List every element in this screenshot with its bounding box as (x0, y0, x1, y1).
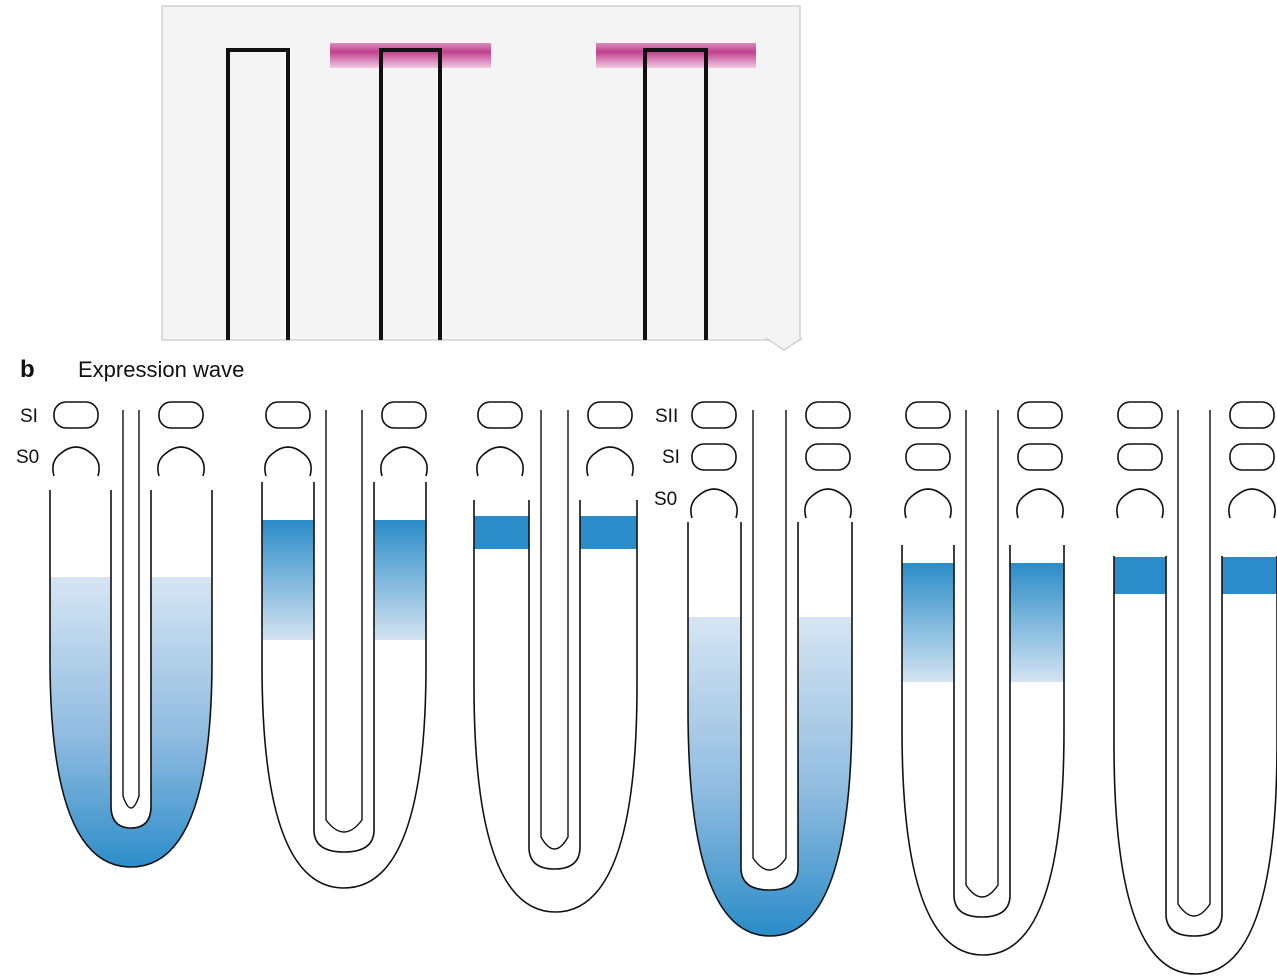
stage-capsule-1-1-1 (53, 401, 99, 429)
inner-channel-mask-4 (741, 522, 798, 890)
hair-shaft-4 (752, 410, 787, 871)
hair-shaft-6 (1177, 410, 1211, 917)
inset-upper-band-2 (330, 43, 491, 68)
neck-bulge-6-1 (1116, 488, 1164, 519)
inner-channel-mask-1 (111, 490, 151, 828)
inset-panel (161, 5, 803, 351)
panel-title: Expression wave (78, 357, 244, 382)
inset-tube-1 (226, 48, 290, 340)
follicle-4 (687, 401, 853, 937)
stage-label-si: SI (20, 406, 38, 427)
follicle-6 (1113, 401, 1277, 975)
stage-capsule-5-1-1 (905, 401, 951, 429)
neck-bulge-5-2 (1016, 488, 1064, 519)
stage-capsule-2-1-2 (381, 401, 427, 429)
stage-capsule-3-1-1 (477, 401, 523, 429)
hair-shaft-3 (540, 410, 569, 850)
inset-corner-fold (765, 337, 803, 351)
stage-capsule-1-1-2 (158, 401, 204, 429)
follicle-group (49, 401, 1277, 975)
neck-bulge-2-2 (380, 446, 428, 477)
stage-capsule-4-1-1 (691, 401, 737, 429)
inner-wall-2 (313, 482, 375, 853)
stage-capsule-2-1-1 (265, 401, 311, 429)
stage-capsule-6-1-1 (1117, 401, 1163, 429)
follicle-2 (261, 401, 428, 889)
neck-bulge-4-1 (690, 488, 738, 519)
stage-capsule-4-1-2 (805, 401, 851, 429)
stage-label-s0: S0 (16, 447, 39, 468)
neck-bulge-3-1 (476, 446, 524, 477)
panel-letter: b (20, 356, 35, 383)
stage-capsule-5-1-2 (1017, 401, 1063, 429)
outer-wall-5 (901, 545, 1065, 956)
stage-capsule-6-2-1 (1117, 443, 1163, 471)
stage-capsule-4-2-2 (805, 443, 851, 471)
inner-channel-mask-6 (1166, 556, 1222, 936)
neck-bulge-1-2 (157, 446, 205, 477)
stage-capsule-6-2-2 (1229, 443, 1275, 471)
outer-wall-3 (473, 500, 638, 913)
hair-shaft-1 (122, 410, 140, 809)
inner-wall-6 (1165, 556, 1223, 937)
inner-wall-3 (528, 500, 581, 870)
inset-tube-3 (643, 48, 708, 340)
inner-wall-4 (740, 522, 799, 891)
neck-bulge-6-2 (1228, 488, 1276, 519)
inner-channel-mask-3 (529, 500, 580, 869)
stage-label-s0-2: S0 (654, 489, 677, 510)
inner-channel-mask-2 (314, 482, 374, 852)
stage-capsule-5-2-2 (1017, 443, 1063, 471)
stage-capsule-5-2-1 (905, 443, 951, 471)
neck-bulge-5-1 (904, 488, 952, 519)
stage-capsule-4-2-1 (691, 443, 737, 471)
outer-wall-6 (1113, 556, 1277, 975)
neck-bulge-3-2 (586, 446, 634, 477)
follicle-5 (901, 401, 1065, 956)
hair-shaft-2 (325, 410, 363, 833)
inset-upper-band-3 (596, 43, 756, 68)
inset-tube-2 (379, 48, 442, 340)
stage-capsule-3-1-2 (587, 401, 633, 429)
follicle-1 (49, 401, 213, 868)
outer-wall-4 (687, 522, 853, 937)
outer-wall-2 (261, 482, 427, 889)
follicle-3 (473, 401, 638, 913)
inner-channel-mask-5 (954, 545, 1010, 917)
inner-wall-1 (110, 490, 152, 829)
neck-bulge-4-2 (804, 488, 852, 519)
stage-capsule-6-1-2 (1229, 401, 1275, 429)
outer-wall-1 (49, 490, 213, 868)
neck-bulge-2-1 (264, 446, 312, 477)
hair-shaft-5 (965, 410, 999, 898)
stage-label-sii: SII (655, 406, 678, 427)
neck-bulge-1-1 (52, 446, 100, 477)
inner-wall-5 (953, 545, 1011, 918)
stage-label-si-2: SI (662, 447, 680, 468)
